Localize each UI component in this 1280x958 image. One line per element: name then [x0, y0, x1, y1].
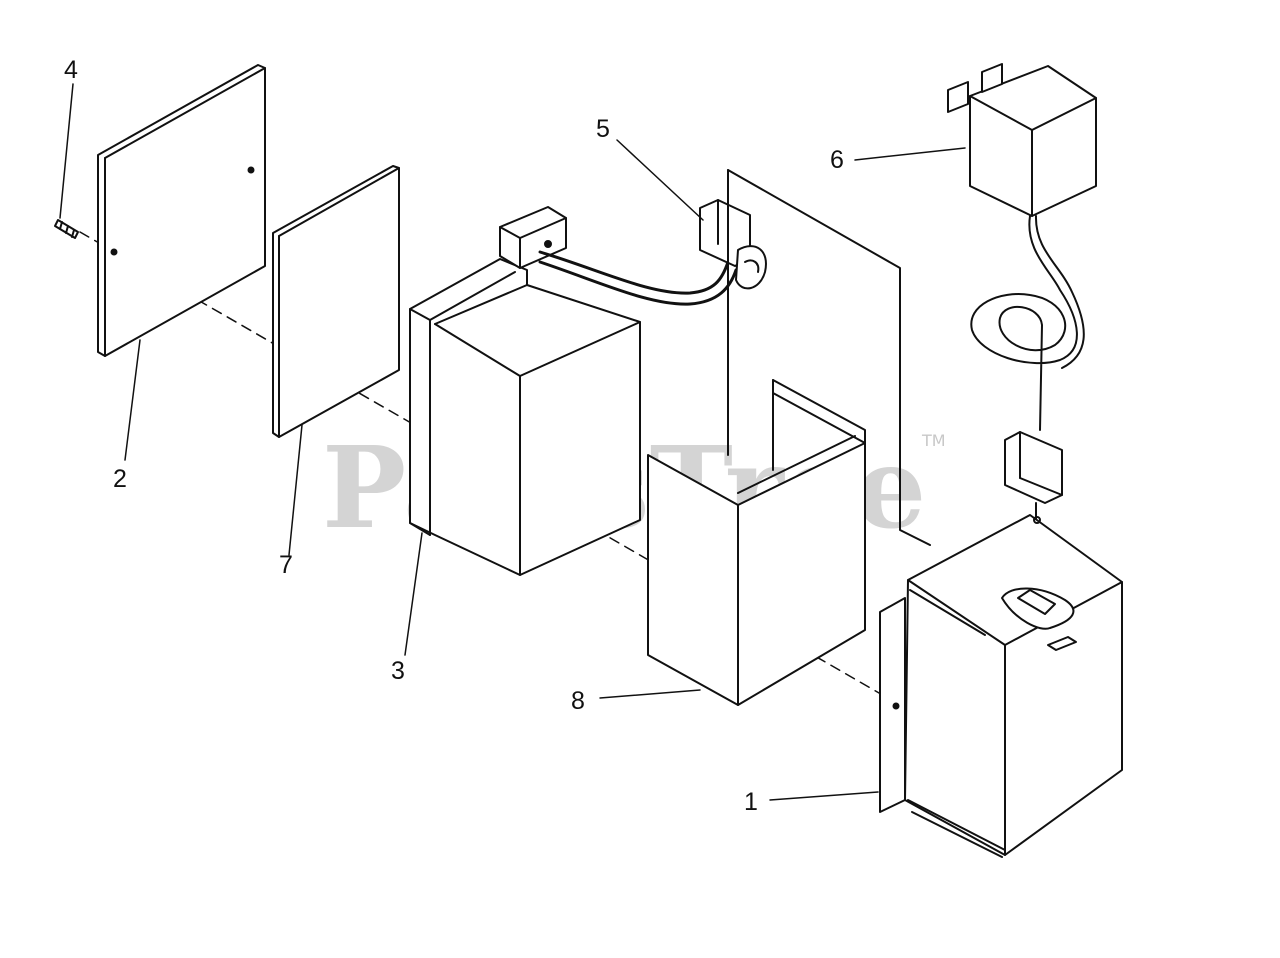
- part-3-battery: [409, 206, 641, 576]
- callout-6: 6: [830, 146, 844, 174]
- callout-3: 3: [391, 657, 405, 685]
- watermark-trademark: TM: [921, 431, 946, 450]
- part-7-pad: [272, 165, 400, 438]
- callout-1: 1: [744, 788, 758, 816]
- callout-labels: 4 2 7 3 5 6 8 1: [64, 56, 844, 816]
- part-5-lead-wire: [538, 199, 767, 306]
- part-2-back-panel: [97, 64, 266, 357]
- leader-lines: [59, 83, 966, 801]
- mounting-plate: [727, 169, 931, 546]
- callout-2: 2: [113, 465, 127, 493]
- callout-5: 5: [596, 115, 610, 143]
- part-6-charger: [947, 63, 1097, 621]
- callout-8: 8: [571, 687, 585, 715]
- part-8-sleeve: [647, 379, 866, 706]
- part-1-battery-case: [879, 514, 1123, 858]
- callout-7: 7: [279, 551, 293, 579]
- part-4-screw: [54, 219, 79, 239]
- callout-4: 4: [64, 56, 78, 84]
